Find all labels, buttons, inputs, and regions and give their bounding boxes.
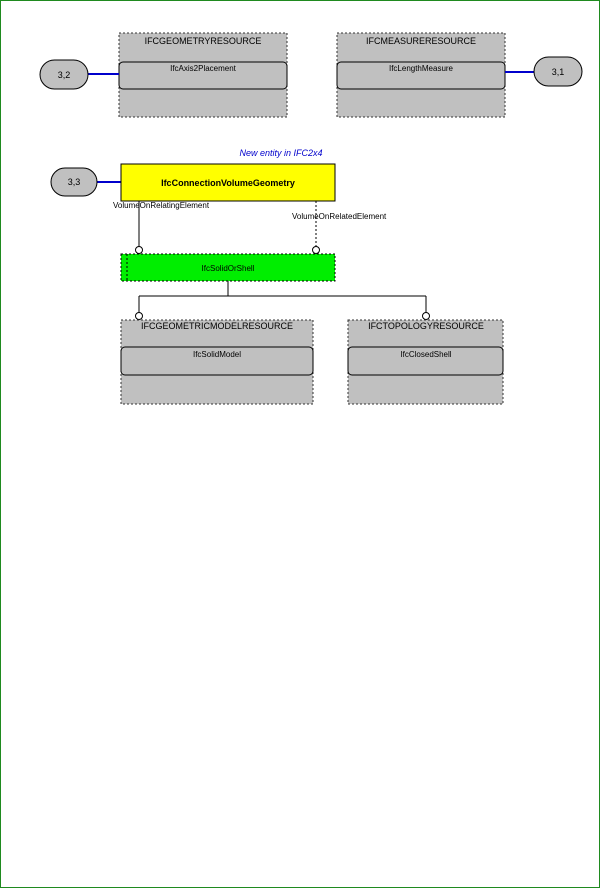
related-attribute-label: VolumeOnRelatedElement (292, 212, 387, 221)
entity-ifclengthmeasure-label: IfcLengthMeasure (389, 64, 454, 73)
ref-3-3-label: 3,3 (68, 177, 81, 187)
page-ref-3-1[interactable]: 3,1 (505, 56, 583, 87)
entity-ifcsolidmodel-box[interactable] (120, 346, 314, 376)
related-attribute-endpoint (312, 246, 320, 254)
entity-ifclengthmeasure-box[interactable] (336, 61, 506, 90)
resource-geometric-model-title: IFCGEOMETRICMODELRESOURCE (141, 321, 293, 331)
entity-ifcconnectionvolumegeometry[interactable]: IfcConnectionVolumeGeometry (120, 163, 336, 202)
ref-3-2-label: 3,2 (58, 70, 71, 80)
entity-ifcclosedshell-box[interactable] (347, 346, 504, 376)
relating-attribute-label: VolumeOnRelatingElement (113, 201, 210, 210)
resource-geometry[interactable]: IFCGEOMETRYRESOURCE IfcAxis2Placement (118, 32, 288, 118)
resource-measure[interactable]: IFCMEASURERESOURCE IfcLengthMeasure (336, 32, 506, 118)
select-ifcsolidorshell-label: IfcSolidOrShell (202, 264, 255, 273)
entity-ifcaxis2placement-label: IfcAxis2Placement (170, 64, 237, 73)
ref-3-1-oval[interactable] (533, 56, 583, 87)
entity-ifcclosedshell-label: IfcClosedShell (400, 350, 451, 359)
entity-ifcaxis2placement-box[interactable] (118, 61, 288, 90)
ref-3-2-oval[interactable] (39, 59, 89, 90)
resource-topology[interactable]: IFCTOPOLOGYRESOURCE IfcClosedShell (347, 319, 504, 405)
resource-geometric-model[interactable]: IFCGEOMETRICMODELRESOURCE IfcSolidModel (120, 319, 314, 405)
entity-ifcconnectionvolumegeometry-label: IfcConnectionVolumeGeometry (161, 178, 295, 188)
new-entity-note: New entity in IFC2x4 (239, 148, 322, 158)
page-ref-3-3[interactable]: 3,3 (50, 167, 121, 197)
resource-measure-title: IFCMEASURERESOURCE (366, 36, 476, 46)
ref-3-1-label: 3,1 (552, 67, 565, 77)
resource-geometry-title: IFCGEOMETRYRESOURCE (145, 36, 262, 46)
entity-ifcconnectionvolumegeometry-box[interactable] (120, 163, 336, 202)
resource-topology-title: IFCTOPOLOGYRESOURCE (368, 321, 484, 331)
ref-3-3-oval[interactable] (50, 167, 98, 197)
page-ref-3-2[interactable]: 3,2 (39, 59, 119, 90)
entity-ifcsolidmodel-label: IfcSolidModel (193, 350, 241, 359)
